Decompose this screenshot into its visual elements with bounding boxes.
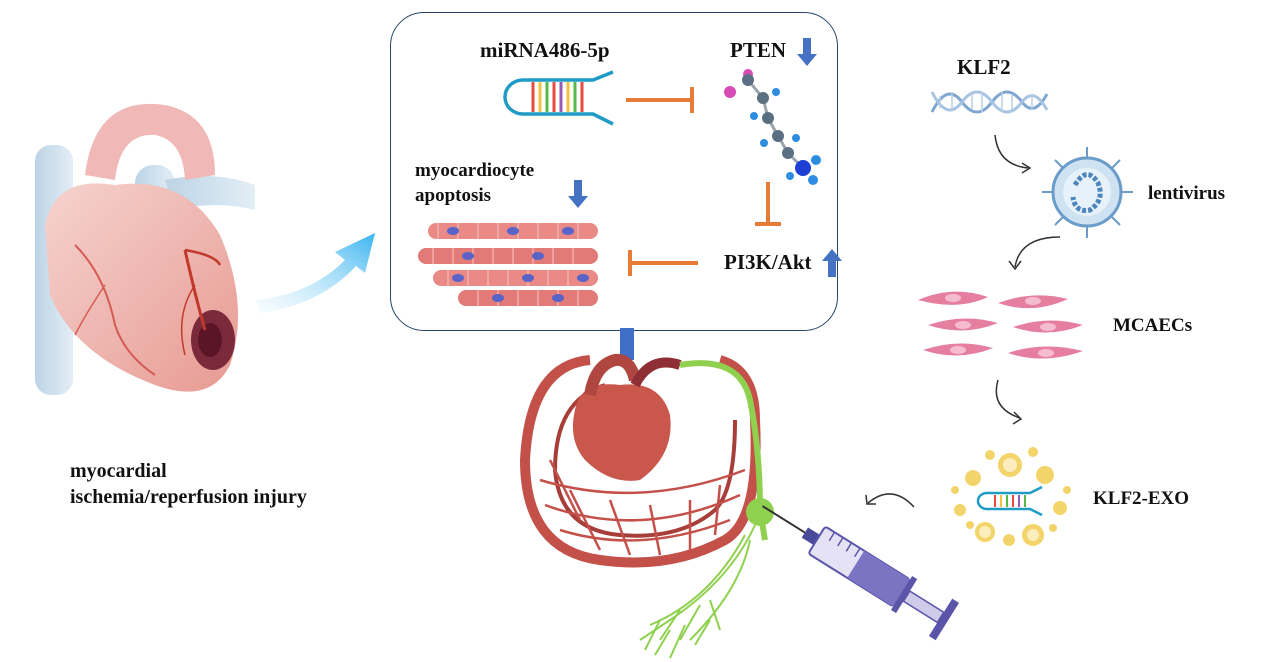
curved-arrow-icon xyxy=(995,379,1023,425)
curved-arrow-icon xyxy=(1008,236,1061,271)
inhibition-bar-icon xyxy=(755,182,781,226)
injury-label-line1: myocardial xyxy=(70,460,167,482)
mirna-label: miRNA486-5p xyxy=(480,38,610,62)
lentivirus-icon xyxy=(1042,147,1133,238)
mcaecs-cells-icon xyxy=(918,291,1083,359)
curved-arrow-icon xyxy=(255,233,375,313)
curved-arrow-icon xyxy=(994,134,1032,174)
inhibition-bar-icon xyxy=(628,250,698,276)
klf2-exosome-icon xyxy=(951,447,1071,546)
myocardiocyte-fibers-icon xyxy=(418,223,598,306)
pten-label: PTEN xyxy=(730,38,787,62)
pten-molecule-icon xyxy=(724,69,821,185)
injury-label-line2: ischemia/reperfusion injury xyxy=(70,486,307,508)
lentivirus-label: lentivirus xyxy=(1148,183,1226,204)
apoptosis-label-line1: myocardiocyte xyxy=(415,160,535,181)
mirna-hairpin-icon xyxy=(503,70,614,126)
mcaecs-label: MCAECs xyxy=(1113,315,1193,336)
dna-helix-icon xyxy=(930,90,1049,114)
up-arrow-icon xyxy=(822,249,842,277)
down-arrow-icon xyxy=(568,180,588,208)
inhibition-bar-icon xyxy=(626,87,694,113)
syringe-icon xyxy=(761,505,960,641)
down-arrow-icon xyxy=(797,38,817,66)
circulation-illustration xyxy=(519,353,774,659)
injured-heart-illustration xyxy=(35,103,255,395)
klf2-label: KLF2 xyxy=(957,55,1011,79)
klf2-exo-label: KLF2-EXO xyxy=(1093,488,1190,509)
apoptosis-label-line2: apoptosis xyxy=(415,185,492,206)
curved-arrow-icon xyxy=(865,493,915,508)
pi3k-akt-label: PI3K/Akt xyxy=(724,250,812,274)
panel-connector-bar xyxy=(620,328,634,360)
